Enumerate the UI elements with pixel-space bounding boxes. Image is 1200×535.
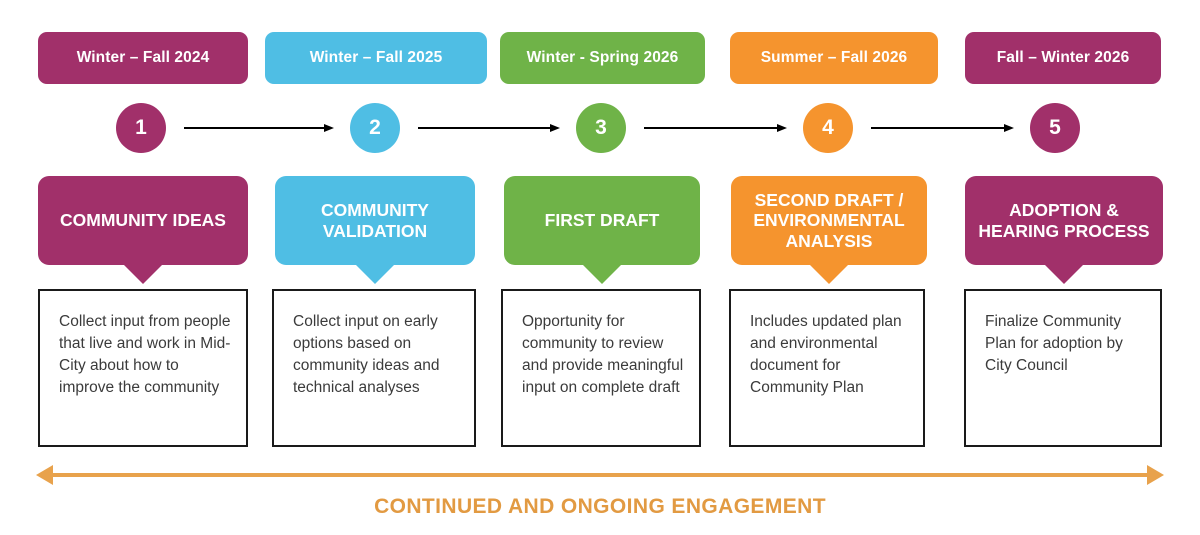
phase-callout-label: COMMUNITY IDEAS [60,210,226,231]
phase-callout-2: COMMUNITY VALIDATION [275,176,475,284]
arrow-head-icon [1004,124,1014,132]
arrow-shaft [184,127,324,130]
description-box-3: Opportunity for community to review and … [501,289,701,447]
right-arrow-head-icon [1147,465,1164,485]
callout-tail-icon [355,264,395,284]
step-number-row: 1 2 3 4 5 [0,103,1200,155]
arrow-head-icon [324,124,334,132]
period-badge-2: Winter – Fall 2025 [265,32,487,84]
callout-tail-icon [123,264,163,284]
phase-callout-row: COMMUNITY IDEAS COMMUNITY VALIDATION FIR… [0,176,1200,284]
arrow-head-icon [777,124,787,132]
period-badge-label: Summer – Fall 2026 [760,49,908,66]
period-badge-3: Winter - Spring 2026 [500,32,705,84]
connector-arrow-1-to-2 [184,124,334,133]
description-text: Includes updated plan and environmental … [750,313,902,396]
left-arrow-head-icon [36,465,53,485]
step-circle-5: 5 [1030,103,1080,153]
step-circle-2: 2 [350,103,400,153]
step-number-label: 5 [1049,116,1061,139]
step-number-label: 4 [822,116,834,139]
period-badge-row: Winter – Fall 2024 Winter – Fall 2025 Wi… [0,32,1200,84]
engagement-arrow-shaft [52,473,1148,477]
step-circle-3: 3 [576,103,626,153]
arrow-shaft [418,127,550,130]
period-badge-5: Fall – Winter 2026 [965,32,1161,84]
period-badge-4: Summer – Fall 2026 [730,32,938,84]
phase-callout-5: ADOPTION & HEARING PROCESS [965,176,1163,284]
description-box-5: Finalize Community Plan for adoption by … [964,289,1162,447]
phase-callout-label: ADOPTION & HEARING PROCESS [978,199,1150,241]
description-text: Finalize Community Plan for adoption by … [985,313,1123,374]
period-badge-1: Winter – Fall 2024 [38,32,248,84]
callout-tail-icon [1044,264,1084,284]
description-text: Collect input from people that live and … [59,313,231,396]
ongoing-engagement-bar: CONTINUED AND ONGOING ENGAGEMENT [0,462,1200,535]
connector-arrow-4-to-5 [871,124,1014,133]
connector-arrow-3-to-4 [644,124,787,133]
description-text: Opportunity for community to review and … [522,313,684,396]
phase-callout-label: FIRST DRAFT [544,210,660,231]
period-badge-label: Winter – Fall 2024 [76,49,210,66]
phase-callout-label: COMMUNITY VALIDATION [321,199,429,241]
phase-callout-4: SECOND DRAFT / ENVIRONMENTAL ANALYSIS [731,176,927,284]
description-text: Collect input on early options based on … [293,313,440,396]
description-box-row: Collect input from people that live and … [0,289,1200,447]
description-box-1: Collect input from people that live and … [38,289,248,447]
step-number-label: 1 [135,116,147,139]
period-badge-label: Fall – Winter 2026 [996,49,1130,66]
description-box-4: Includes updated plan and environmental … [729,289,925,447]
arrow-shaft [871,127,1004,130]
period-badge-label: Winter – Fall 2025 [309,49,443,66]
connector-arrow-2-to-3 [418,124,560,133]
step-number-label: 3 [595,116,607,139]
phase-callout-3: FIRST DRAFT [504,176,700,284]
description-box-2: Collect input on early options based on … [272,289,476,447]
step-circle-1: 1 [116,103,166,153]
callout-tail-icon [809,264,849,284]
callout-tail-icon [582,264,622,284]
arrow-head-icon [550,124,560,132]
step-circle-4: 4 [803,103,853,153]
period-badge-label: Winter - Spring 2026 [526,49,679,66]
step-number-label: 2 [369,116,381,139]
engagement-caption: CONTINUED AND ONGOING ENGAGEMENT [374,495,826,518]
phase-callout-label: SECOND DRAFT / ENVIRONMENTAL ANALYSIS [753,189,905,251]
arrow-shaft [644,127,777,130]
phase-callout-1: COMMUNITY IDEAS [38,176,248,284]
